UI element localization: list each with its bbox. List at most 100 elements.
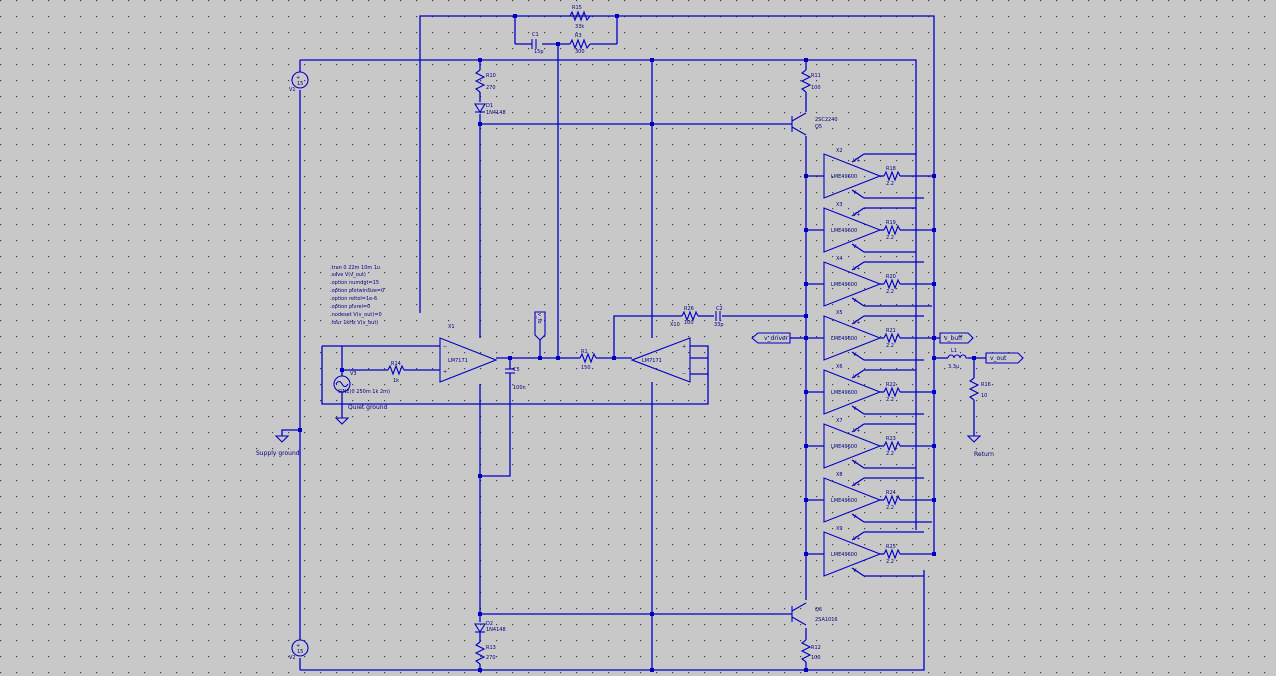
voltage-source-v3[interactable]: V3 SINE(0 250m 1k 2m) [333, 371, 390, 395]
svg-text:v_buff: v_buff [944, 335, 963, 342]
svg-text:33p: 33p [714, 322, 724, 328]
diode-d2[interactable]: D2 1N4148 [474, 621, 506, 634]
svg-text:V-: V- [853, 460, 858, 466]
svg-text:150: 150 [581, 365, 591, 371]
net-label-driver[interactable]: v_driver [751, 332, 791, 344]
buffer-r-value: 2.2 [886, 559, 894, 565]
buffer-part: LME49600 [831, 444, 857, 450]
buffer-r-value: 2.2 [886, 343, 894, 349]
svg-text:D2: D2 [486, 621, 493, 627]
buffer-r-value: 2.2 [886, 505, 894, 511]
svg-text:R1: R1 [581, 349, 588, 355]
capacitor-c5[interactable]: C5 100n [505, 367, 526, 391]
svg-text:C2: C2 [716, 306, 723, 312]
resistor-r26[interactable]: R26 100 [681, 306, 699, 326]
diode-d1[interactable]: D1 1N4148 [474, 103, 506, 116]
resistor-r10[interactable]: R10 270 [474, 69, 496, 93]
buffer-name: X8 [836, 472, 843, 478]
resistor-r16[interactable]: R16 10 [968, 377, 991, 401]
svg-text:100: 100 [684, 320, 694, 326]
svg-text:33k: 33k [575, 24, 584, 30]
svg-text:V+: V+ [853, 536, 861, 542]
capacitor-c2[interactable]: C2 33p [714, 306, 724, 328]
svg-text:1N4148: 1N4148 [486, 627, 506, 633]
resistor-r3[interactable]: R3 300 [569, 33, 591, 55]
svg-text:.option pivrel=0: .option pivrel=0 [330, 304, 370, 310]
svg-text:R13: R13 [486, 645, 496, 651]
svg-text:100n: 100n [513, 385, 526, 391]
probe-fb[interactable]: v_fb [534, 311, 546, 341]
buffer-name: X6 [836, 364, 843, 370]
svg-text:1k: 1k [393, 378, 399, 384]
buffer-r-name: R24 [886, 490, 896, 496]
buffer-array: X2LME49600R182.2V+V-X3LME49600R192.2V+V-… [804, 148, 936, 577]
resistor-r12[interactable]: R12 100 [800, 639, 821, 663]
svg-text:X1: X1 [448, 324, 455, 330]
buffer-part: LME49600 [831, 552, 857, 558]
opamp-x10[interactable]: + − LM7171 X10 [630, 322, 691, 383]
svg-text:.tran 0 22m 10m 1u: .tran 0 22m 10m 1u [330, 265, 380, 271]
svg-text:V+: V+ [853, 482, 861, 488]
svg-text:X10: X10 [670, 322, 680, 328]
svg-text:V1: V1 [289, 87, 296, 93]
buffer-r-name: R22 [886, 382, 896, 388]
svg-text:V-: V- [853, 190, 858, 196]
svg-text:V+: V+ [853, 212, 861, 218]
svg-text:R3: R3 [575, 33, 582, 39]
net-label-buff[interactable]: v_buff [939, 332, 974, 344]
svg-text:270: 270 [486, 655, 496, 661]
resistor-r1[interactable]: R1 150 [579, 349, 597, 371]
spice-directives[interactable]: .tran 0 22m 10m 1u .save V(v_out) .optio… [330, 265, 384, 326]
svg-text:15: 15 [297, 81, 303, 87]
opamp-x1[interactable]: − + LM7171 X1 [439, 324, 498, 383]
svg-text:V-: V- [853, 352, 858, 358]
svg-text:15: 15 [297, 649, 303, 655]
buffer-r-name: R23 [886, 436, 896, 442]
svg-text:R14: R14 [391, 361, 401, 367]
junctions [298, 14, 976, 672]
svg-text:V-: V- [853, 568, 858, 574]
resistor-r13[interactable]: R13 270 [474, 641, 496, 665]
svg-text:SINE(0 250m 1k 2m): SINE(0 250m 1k 2m) [338, 389, 390, 395]
svg-text:V-: V- [853, 406, 858, 412]
buffer-r-value: 2.2 [886, 451, 894, 457]
transistor-q6[interactable]: Q6 2SA1016 [791, 602, 838, 626]
supply-ground: Supply ground [256, 435, 300, 457]
svg-text:V+: V+ [853, 428, 861, 434]
capacitor-c1[interactable]: C1 15p [531, 32, 544, 55]
svg-text:+: + [296, 643, 300, 649]
buffer-r-name: R21 [886, 328, 896, 334]
svg-text:+: + [443, 369, 447, 375]
voltage-source-v2[interactable]: + 15 V2 [289, 639, 309, 661]
transistor-q5[interactable]: 2SC2240 Q5 [791, 112, 838, 136]
svg-text:V+: V+ [853, 266, 861, 272]
svg-text:v_driver: v_driver [764, 335, 789, 342]
svg-text:v_fb: v_fb [536, 313, 542, 323]
resistor-r11[interactable]: R11 100 [800, 69, 821, 93]
voltage-source-v1[interactable]: + 15 V1 [289, 71, 309, 93]
inductor-l1[interactable]: L1 3.3µ [947, 348, 968, 370]
svg-text:V+: V+ [853, 374, 861, 380]
svg-text:L1: L1 [951, 348, 957, 354]
resistor-r14[interactable]: R14 1k [387, 361, 405, 384]
q6-name: Q6 [815, 607, 822, 613]
svg-text:V-: V- [853, 244, 858, 250]
svg-text:.option numdgt=15: .option numdgt=15 [330, 280, 379, 286]
svg-text:.four 1kHz V(v_out): .four 1kHz V(v_out) [330, 320, 378, 326]
buffer-part: LME49600 [831, 228, 857, 234]
quiet-ground: Quiet ground [334, 404, 388, 425]
resistor-r15[interactable]: R15 33k [569, 5, 591, 30]
buffer-name: X3 [836, 202, 843, 208]
buffer-part: LME49600 [831, 336, 857, 342]
svg-text:−: − [443, 344, 447, 350]
svg-text:LM7171: LM7171 [642, 358, 662, 364]
net-label-out[interactable]: v_out [985, 352, 1024, 364]
